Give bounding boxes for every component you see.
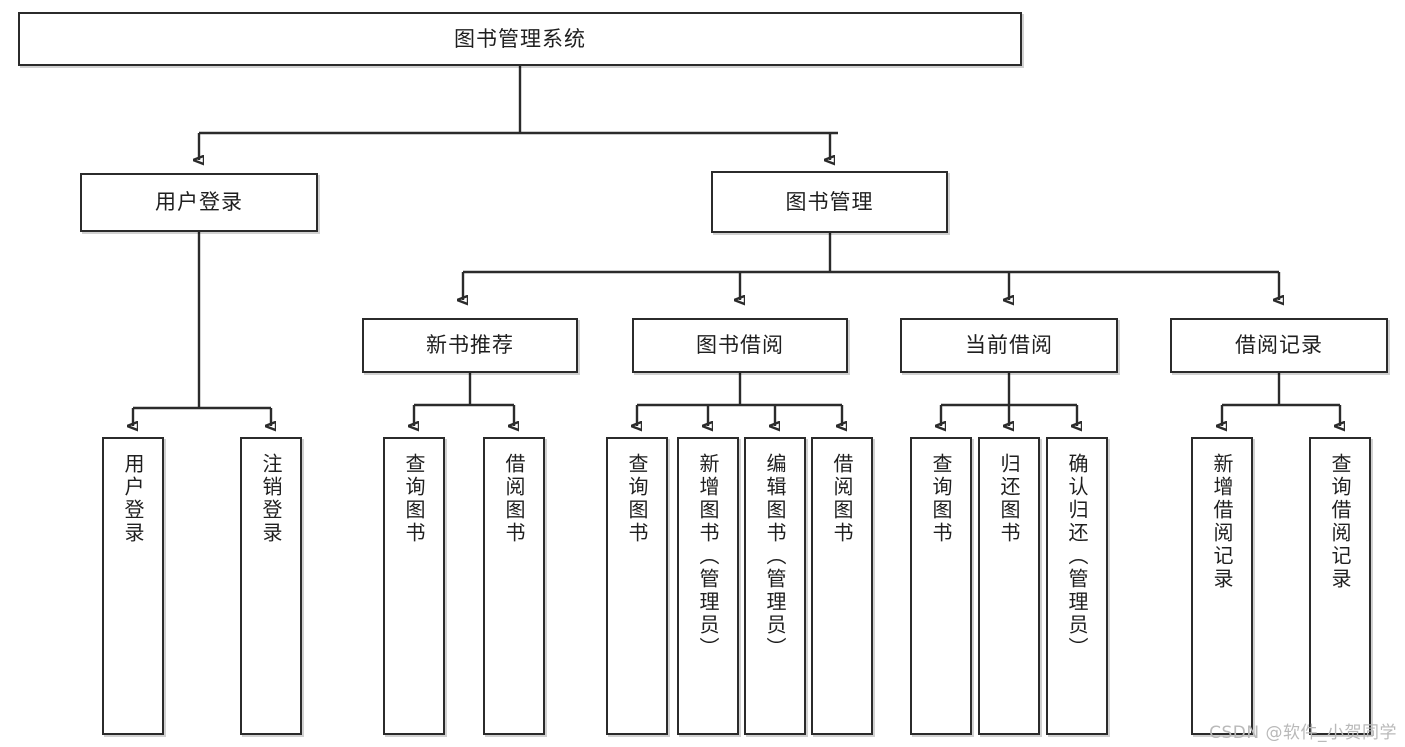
node-new-book-rec[interactable]: 新书推荐 <box>362 318 578 373</box>
node-leaf-borrow-query[interactable]: 查询图书 <box>606 437 668 735</box>
node-leaf-borrow-lend[interactable]: 借阅图书 <box>811 437 873 735</box>
node-leaf-cur-query-label: 查询图书 <box>929 453 953 545</box>
node-leaf-cur-return[interactable]: 归还图书 <box>978 437 1040 735</box>
node-book-manage[interactable]: 图书管理 <box>711 171 948 233</box>
node-current-borrow-label: 当前借阅 <box>965 333 1053 358</box>
node-user-login-label: 用户登录 <box>155 190 243 215</box>
node-leaf-user-logout[interactable]: 注销登录 <box>240 437 302 735</box>
node-book-manage-label: 图书管理 <box>785 189 874 214</box>
node-leaf-user-logout-label: 注销登录 <box>259 453 283 545</box>
node-leaf-rec-query2-label: 查询借阅记录 <box>1328 453 1352 591</box>
node-leaf-borrow-edit[interactable]: 编辑图书（管理员） <box>744 437 806 735</box>
node-leaf-rec-borrow-label: 借阅图书 <box>502 453 526 545</box>
node-leaf-rec-query[interactable]: 查询图书 <box>383 437 445 735</box>
node-book-borrow-label: 图书借阅 <box>696 333 784 358</box>
node-leaf-user-login[interactable]: 用户登录 <box>102 437 164 735</box>
node-leaf-rec-query-label: 查询图书 <box>402 453 426 545</box>
node-leaf-rec-borrow[interactable]: 借阅图书 <box>483 437 545 735</box>
node-user-login[interactable]: 用户登录 <box>80 173 318 232</box>
node-root[interactable]: 图书管理系统 <box>18 12 1022 66</box>
node-leaf-rec-query2[interactable]: 查询借阅记录 <box>1309 437 1371 735</box>
node-leaf-borrow-lend-label: 借阅图书 <box>830 453 854 545</box>
node-new-book-rec-label: 新书推荐 <box>426 333 514 358</box>
node-book-borrow[interactable]: 图书借阅 <box>632 318 848 373</box>
node-borrow-record-label: 借阅记录 <box>1235 333 1323 358</box>
node-leaf-user-login-label: 用户登录 <box>121 453 145 545</box>
node-leaf-borrow-add[interactable]: 新增图书（管理员） <box>677 437 739 735</box>
node-current-borrow[interactable]: 当前借阅 <box>900 318 1118 373</box>
node-leaf-borrow-query-label: 查询图书 <box>625 453 649 545</box>
node-borrow-record[interactable]: 借阅记录 <box>1170 318 1388 373</box>
node-leaf-rec-add-label: 新增借阅记录 <box>1210 453 1234 591</box>
node-leaf-cur-return-label: 归还图书 <box>997 453 1021 545</box>
watermark: CSDN @软件_小贺同学 <box>1209 723 1397 743</box>
node-leaf-borrow-edit-label: 编辑图书（管理员） <box>763 453 787 660</box>
node-root-label: 图书管理系统 <box>454 26 586 51</box>
node-leaf-cur-confirm[interactable]: 确认归还（管理员） <box>1046 437 1108 735</box>
node-leaf-borrow-add-label: 新增图书（管理员） <box>696 453 720 660</box>
node-leaf-cur-query[interactable]: 查询图书 <box>910 437 972 735</box>
node-leaf-rec-add[interactable]: 新增借阅记录 <box>1191 437 1253 735</box>
node-leaf-cur-confirm-label: 确认归还（管理员） <box>1065 453 1089 660</box>
